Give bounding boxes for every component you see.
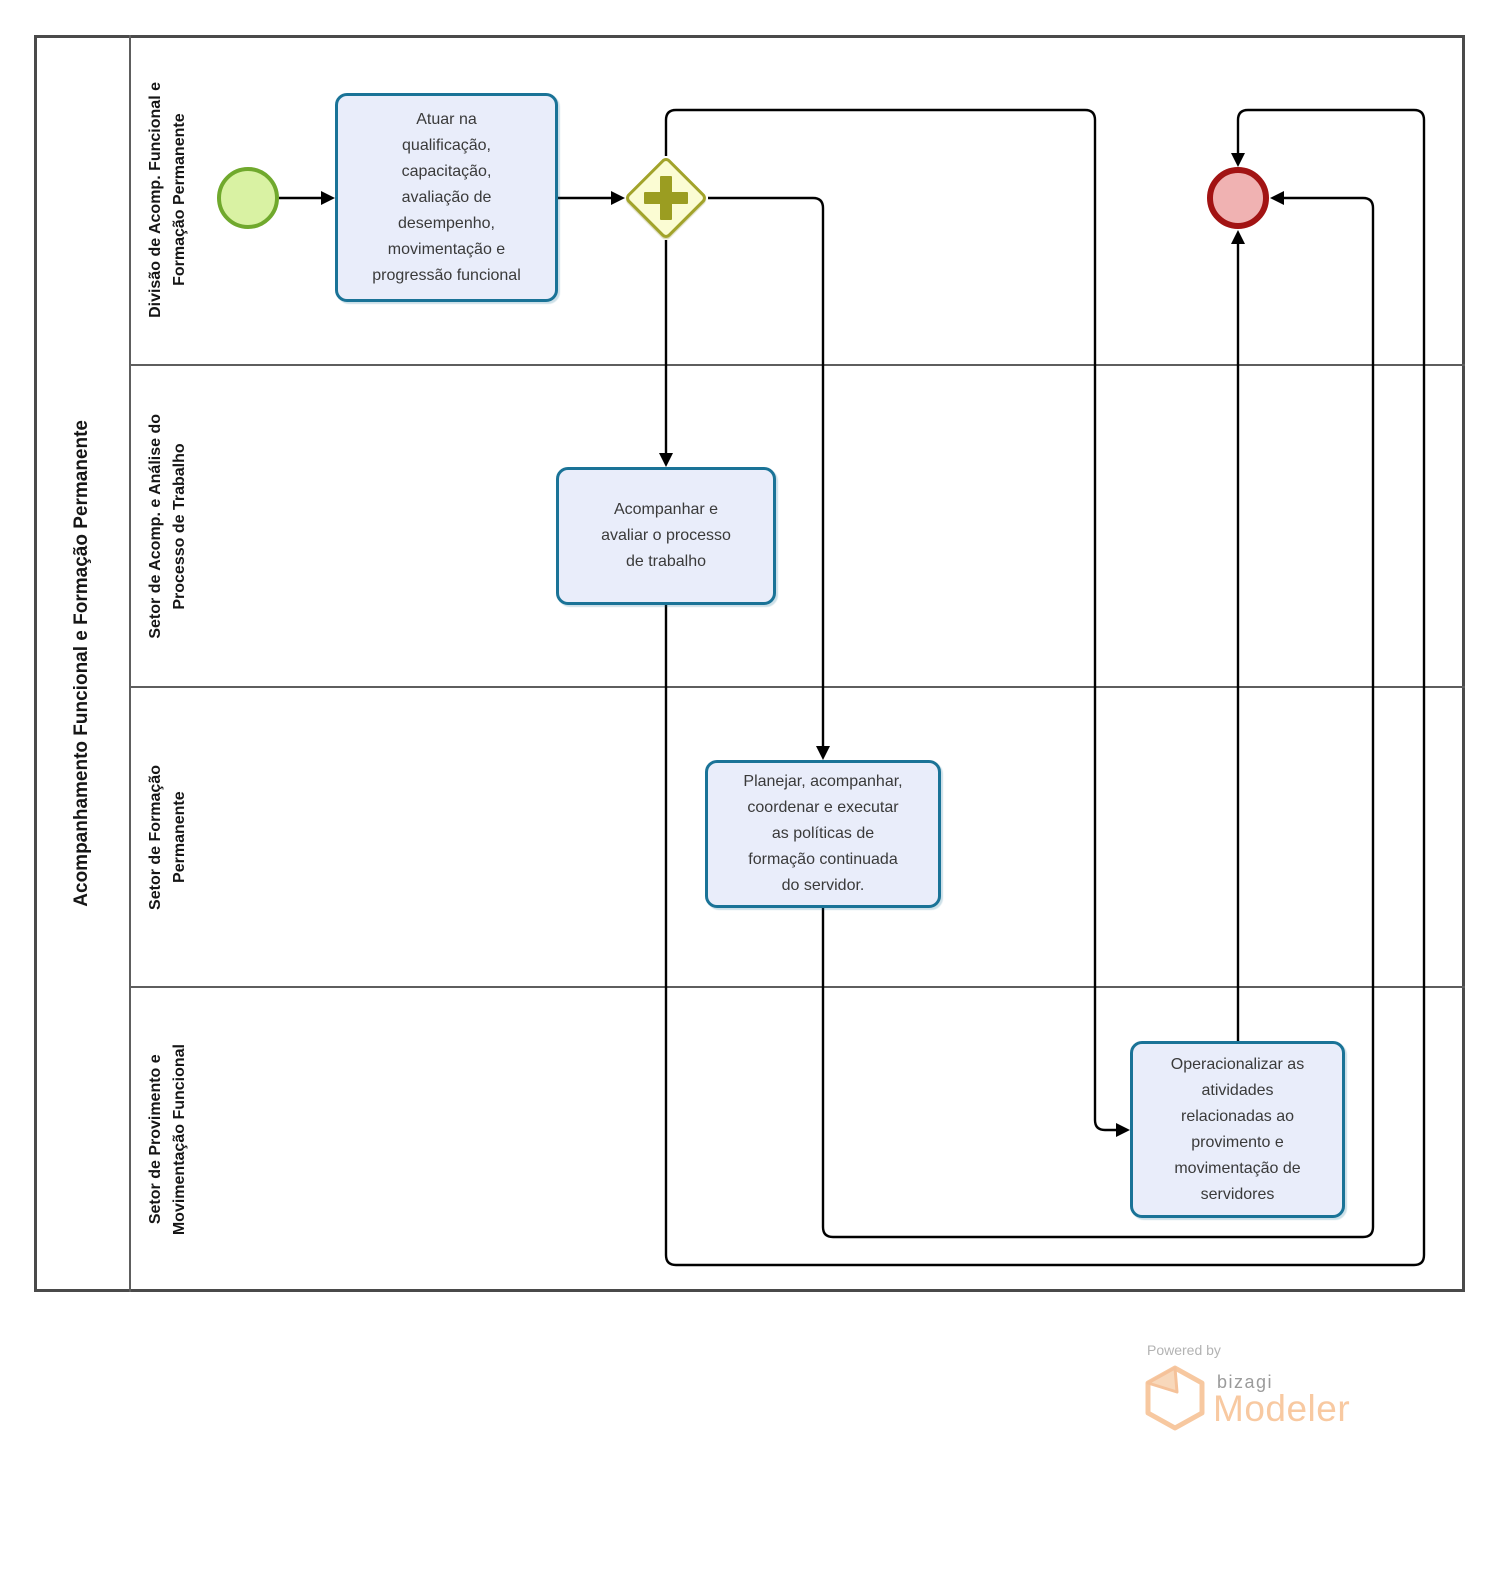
task-label: Operacionalizar as atividades relacionad… <box>1170 1055 1305 1203</box>
arrowhead-planejar <box>816 746 830 760</box>
arrowhead-end-top <box>1231 153 1245 167</box>
task-planejar: Planejar, acompanhar, coordenar e execut… <box>705 760 941 908</box>
task-label: Acompanhar e avaliar o processo de traba… <box>601 501 731 570</box>
powered-by-text: Powered by <box>1147 1342 1221 1358</box>
task-label: Atuar na qualificação, capacitação, aval… <box>372 110 521 284</box>
flow-planejar-to-end <box>821 196 1375 1239</box>
bizagi-watermark: Powered by bizagi Modeler <box>1133 1340 1413 1450</box>
start-event-icon <box>217 167 279 229</box>
bizagi-box-icon <box>1145 1365 1205 1431</box>
lane-separator-2 <box>130 686 1465 688</box>
task-operacionalizar: Operacionalizar as atividades relacionad… <box>1130 1041 1345 1218</box>
task-atuar: Atuar na qualificação, capacitação, aval… <box>335 93 558 302</box>
lane-separator-1 <box>130 364 1465 366</box>
lane-separator-3 <box>130 986 1465 988</box>
arrowhead-end-bottom <box>1231 230 1245 244</box>
flow-gateway-to-planejar <box>708 196 825 746</box>
arrowhead-atuar <box>321 191 335 205</box>
task-label: Planejar, acompanhar, coordenar e execut… <box>743 773 903 894</box>
arrowhead-acompanhar <box>659 453 673 467</box>
modeler-product-text: Modeler <box>1213 1388 1351 1429</box>
arrowhead-gateway <box>611 191 625 205</box>
arrowhead-end-right <box>1270 191 1284 205</box>
task-acompanhar: Acompanhar e avaliar o processo de traba… <box>556 467 776 605</box>
gateway-plus-icon <box>660 176 672 220</box>
end-event-icon <box>1207 167 1269 229</box>
pool-title-divider <box>129 35 131 1292</box>
bizagi-brand-text: bizagi <box>1217 1372 1274 1392</box>
arrowhead-operacionalizar <box>1116 1123 1130 1137</box>
flow-acompanhar-to-end <box>664 108 1426 1267</box>
flow-gateway-to-operacionalizar <box>664 108 1116 1132</box>
